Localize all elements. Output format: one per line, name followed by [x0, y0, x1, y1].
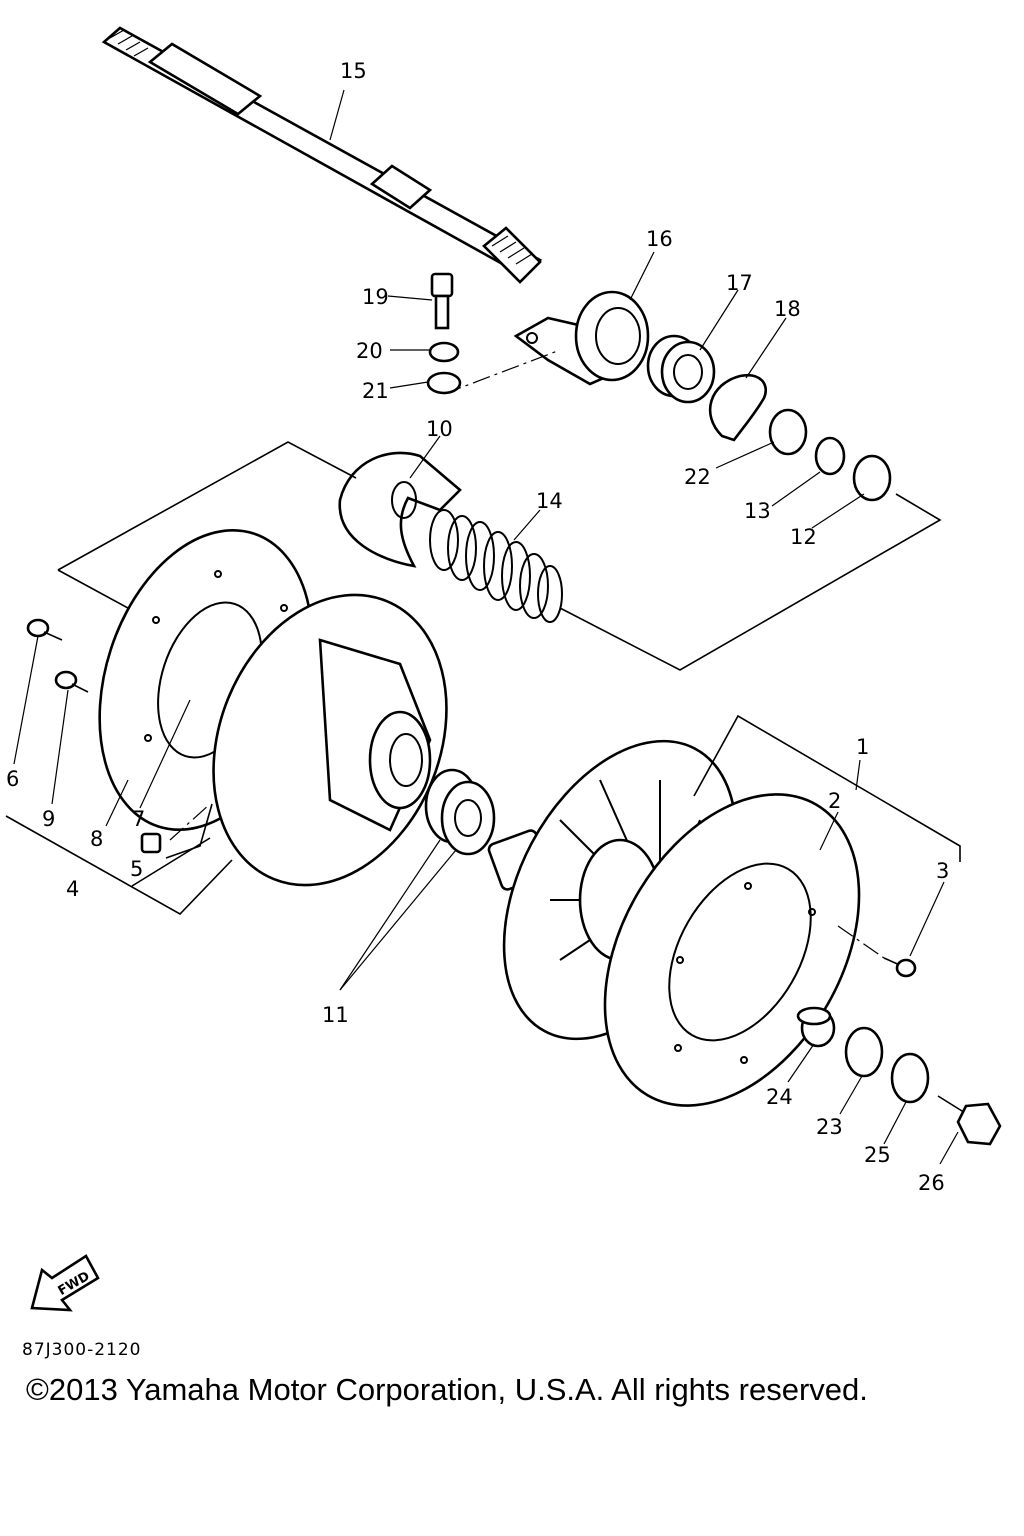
- washer-22-part: [768, 408, 808, 456]
- group-brackets: [5, 441, 961, 916]
- callout-23: 23: [816, 1115, 843, 1139]
- callout-17: 17: [726, 271, 753, 295]
- fwd-arrow-icon: FWD: [30, 1254, 100, 1312]
- callout-14: 14: [536, 489, 563, 513]
- cover-plate-part: [603, 793, 861, 1107]
- bearing-part: [646, 334, 716, 404]
- washer-25-part: [890, 1052, 930, 1104]
- leader-lines: [13, 89, 959, 1165]
- callout-21: 21: [362, 379, 389, 403]
- screw-6-part: [26, 618, 63, 641]
- callout-19: 19: [362, 285, 389, 309]
- callout-18: 18: [774, 297, 801, 321]
- cam-part: [338, 451, 462, 568]
- collar-24-part: [796, 1006, 836, 1048]
- callout-2: 2: [828, 789, 841, 813]
- callout-9: 9: [42, 807, 55, 831]
- callout-11: 11: [322, 1003, 349, 1027]
- callout-4: 4: [66, 877, 79, 901]
- bushing-part: [424, 768, 496, 856]
- diagram-code: 87J300-2120: [22, 1340, 142, 1360]
- bearing-housing-part: [513, 290, 650, 386]
- shaft-part: [101, 26, 543, 284]
- callout-25: 25: [864, 1143, 891, 1167]
- callout-1: 1: [856, 735, 869, 759]
- callout-12: 12: [790, 525, 817, 549]
- callout-labels: 1 2 3 4 5 6 7 8 9 10 11 12 13 14 15 16 1…: [6, 59, 949, 1195]
- center-lines: [169, 349, 885, 959]
- callout-5: 5: [130, 857, 143, 881]
- screw-3-part: [883, 957, 917, 978]
- callout-24: 24: [766, 1085, 793, 1109]
- bolt-26-part: [937, 1095, 1002, 1146]
- circlip-part: [708, 373, 767, 442]
- washer-21-part: [426, 371, 462, 395]
- sliding-sheave-part: [212, 593, 448, 887]
- copyright-notice: ©2013 Yamaha Motor Corporation, U.S.A. A…: [26, 1372, 868, 1407]
- bolt-19-part: [430, 272, 454, 330]
- callout-8: 8: [90, 827, 103, 851]
- callout-20: 20: [356, 339, 383, 363]
- callout-22: 22: [684, 465, 711, 489]
- clip-13-part: [814, 436, 846, 476]
- callout-16: 16: [646, 227, 673, 251]
- callout-7: 7: [132, 807, 145, 831]
- callout-10: 10: [426, 417, 453, 441]
- callout-3: 3: [936, 859, 949, 883]
- spring-part: [429, 509, 563, 623]
- callout-13: 13: [744, 499, 771, 523]
- pin-5-part: [140, 832, 162, 854]
- washer-23-part: [844, 1026, 884, 1078]
- callout-26: 26: [918, 1171, 945, 1195]
- lock-washer-part: [428, 341, 460, 363]
- callout-15: 15: [340, 59, 367, 83]
- callout-6: 6: [6, 767, 19, 791]
- washer-12-part: [852, 454, 892, 502]
- screw-9-part: [54, 670, 89, 693]
